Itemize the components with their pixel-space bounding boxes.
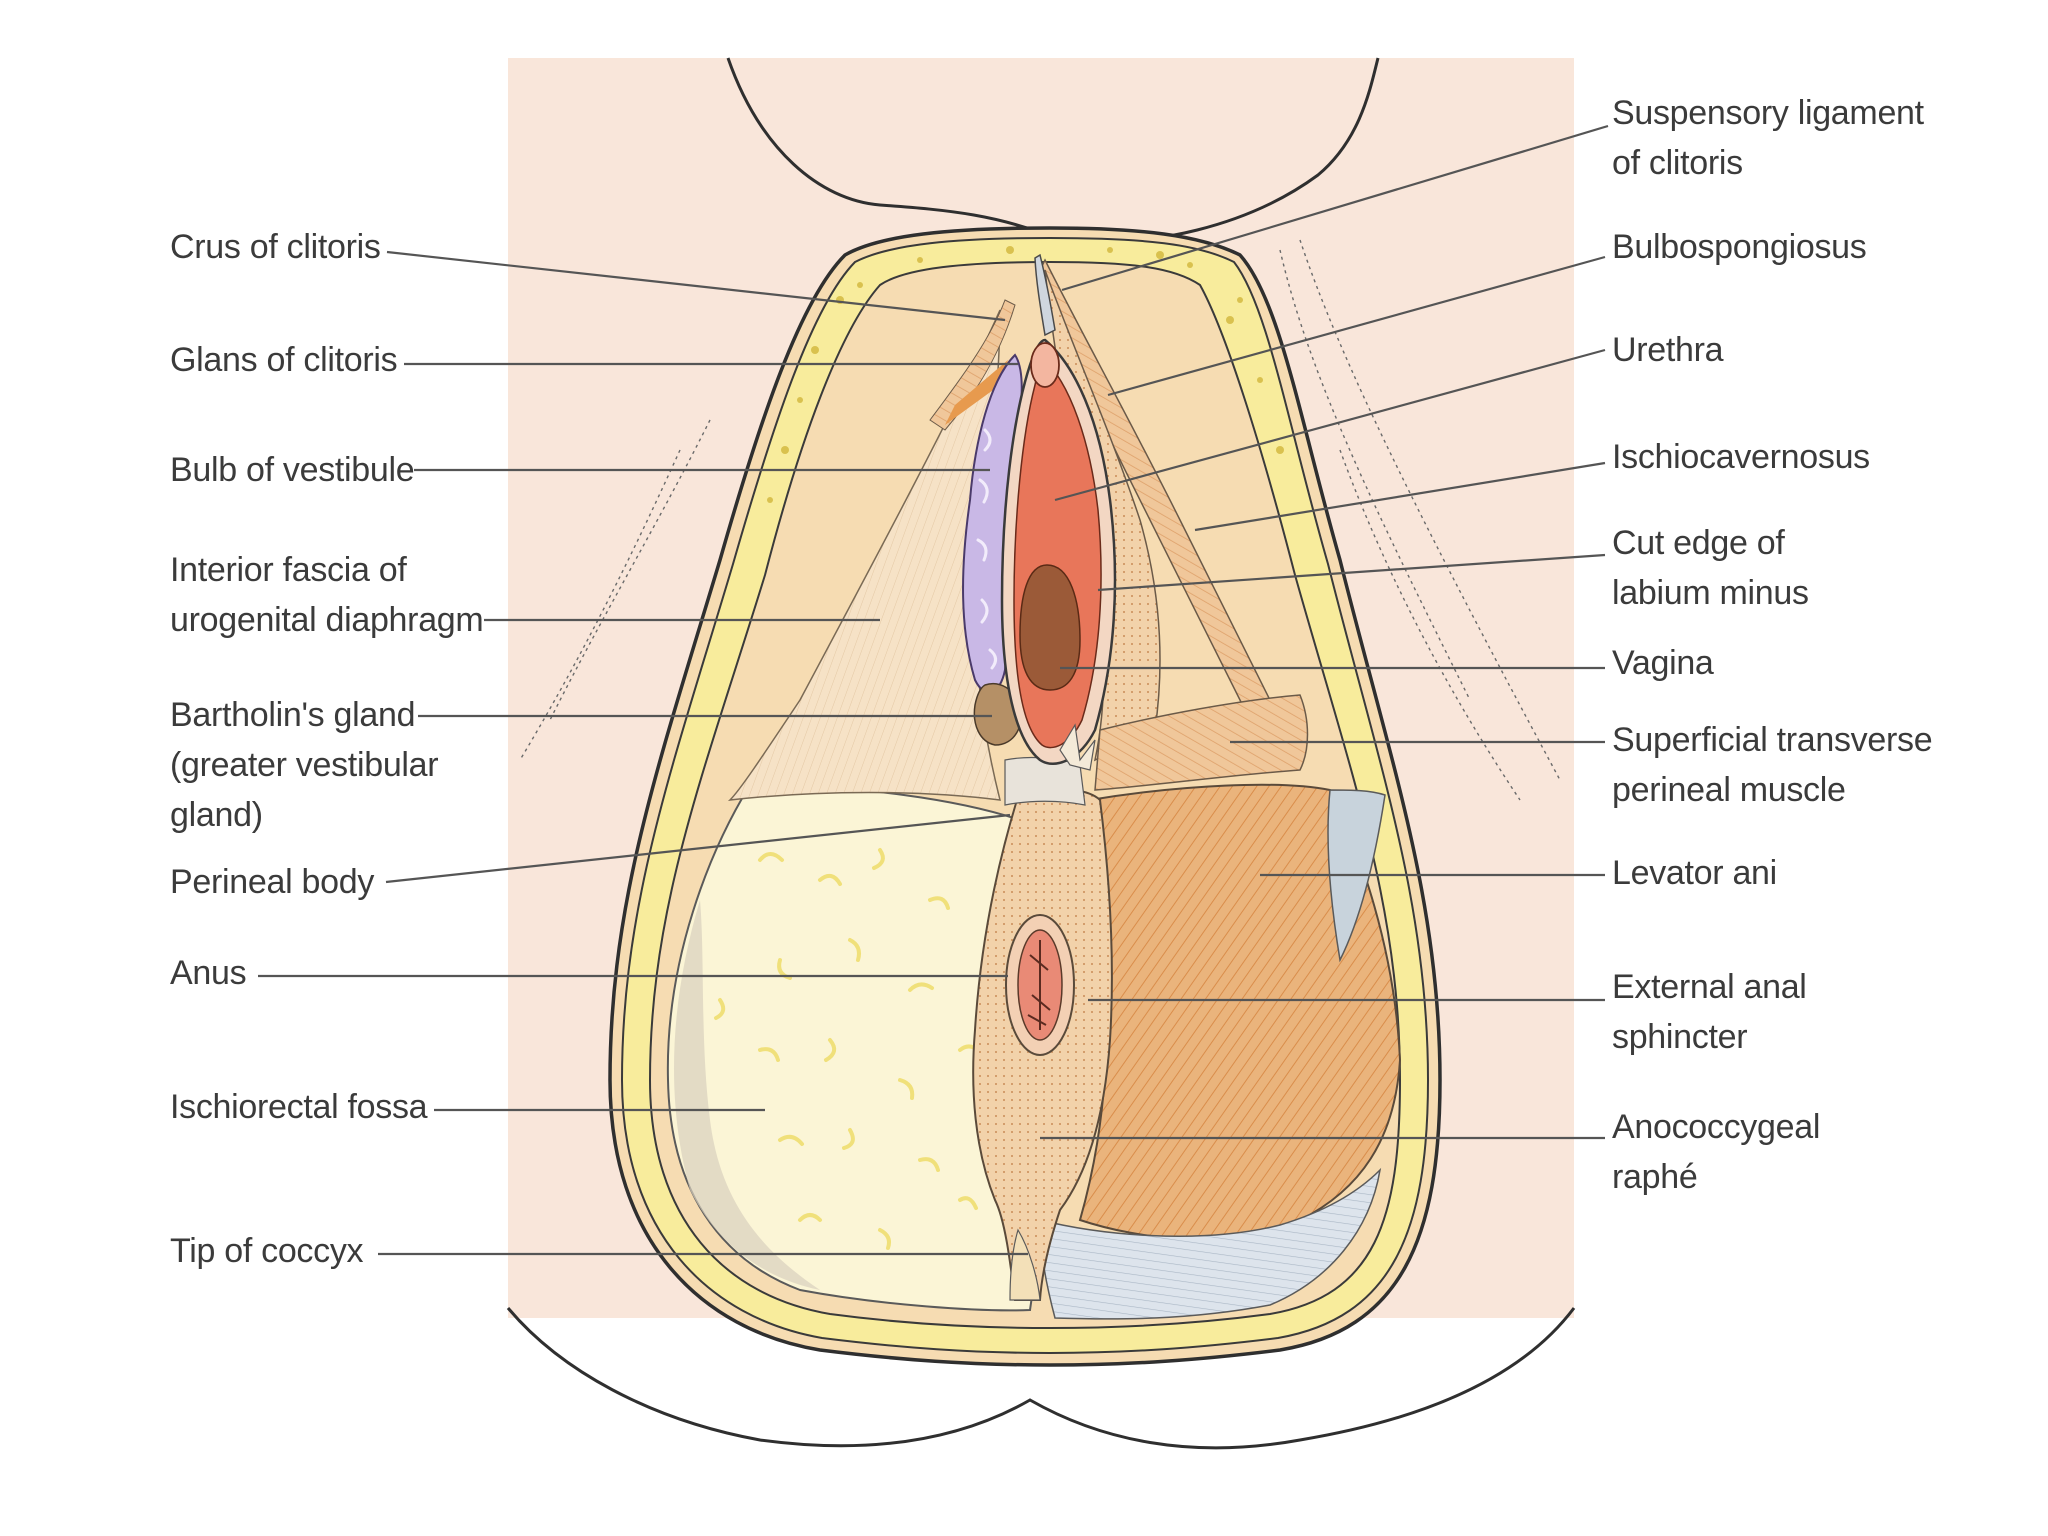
perineal-body [1004,756,1086,806]
label-bulb-of-vestibule: Bulb of vestibule [170,451,415,489]
label-tip-of-coccyx: Tip of coccyx [170,1232,364,1270]
label-interior-fascia-line-2: urogenital diaphragm [170,601,484,639]
label-anococcygeal-raphe: Anococcygeal raphé [1612,1102,1820,1202]
label-suspensory-ligament: Suspensory ligament of clitoris [1612,88,1924,188]
suspensory-ligament [1034,253,1056,337]
label-anococcygeal-line-2: raphé [1612,1158,1698,1196]
label-suspensory-ligament-line-2: of clitoris [1612,144,1743,182]
label-bulbospongiosus: Bulbospongiosus [1612,228,1867,266]
vagina-lumen [1019,564,1081,691]
label-interior-fascia: Interior fascia of urogenital diaphragm [170,545,484,645]
label-vagina: Vagina [1612,644,1714,682]
label-anococcygeal-line-1: Anococcygeal [1612,1108,1821,1146]
label-ischiorectal-fossa: Ischiorectal fossa [170,1088,428,1126]
crus-tip [945,360,1008,425]
label-glans-of-clitoris: Glans of clitoris [170,341,398,379]
fat-speckles [767,246,1284,503]
leader-lines-right [1040,124,1609,1140]
label-suspensory-ligament-line-1: Suspensory ligament [1612,94,1924,132]
label-anus: Anus [170,954,247,992]
fossa-shadow [673,900,820,1290]
label-interior-fascia-line-1: Interior fascia of [170,551,407,589]
label-urethra: Urethra [1612,331,1724,369]
label-superficial-transverse-perineal: Superficial transverse perineal muscle [1612,715,1933,815]
label-external-anal-sphincter: External anal sphincter [1612,962,1807,1062]
label-crus-of-clitoris: Crus of clitoris [170,228,381,266]
label-cut-edge-line-2: labium minus [1612,574,1809,612]
leader-lines-left [258,250,1028,1256]
label-superficial-transverse-line-2: perineal muscle [1612,771,1846,809]
label-perineal-body: Perineal body [170,863,375,901]
label-cut-edge-labium-minus: Cut edge of labium minus [1612,518,1809,618]
label-superficial-transverse-line-1: Superficial transverse [1612,721,1933,759]
hymenal-remnants [1059,723,1096,771]
skin-creases [519,239,1561,801]
label-external-anal-sphincter-line-2: sphincter [1612,1018,1748,1056]
label-ischiocavernosus: Ischiocavernosus [1612,438,1870,476]
urethra [1030,342,1060,388]
anococcygeal-raphe-region [1039,1167,1382,1320]
lower-buttock-outline [506,1307,1576,1450]
label-cut-edge-line-1: Cut edge of [1612,524,1785,562]
anal-folds [1027,940,1051,1030]
label-external-anal-sphincter-line-1: External anal [1612,968,1807,1006]
superficial-transverse-perineal [1094,694,1309,791]
label-levator-ani: Levator ani [1612,854,1777,892]
fossa-lobules [714,848,982,1250]
label-bartholins-gland-line-2: (greater vestibular [170,746,439,784]
label-bartholins-gland-line-1: Bartholin's gland [170,696,416,734]
label-bartholins-gland-line-3: gland) [170,796,263,834]
tip-of-coccyx [1009,1228,1041,1301]
label-bartholins-gland: Bartholin's gland (greater vestibular gl… [170,690,439,840]
bulb-veins [976,428,997,670]
